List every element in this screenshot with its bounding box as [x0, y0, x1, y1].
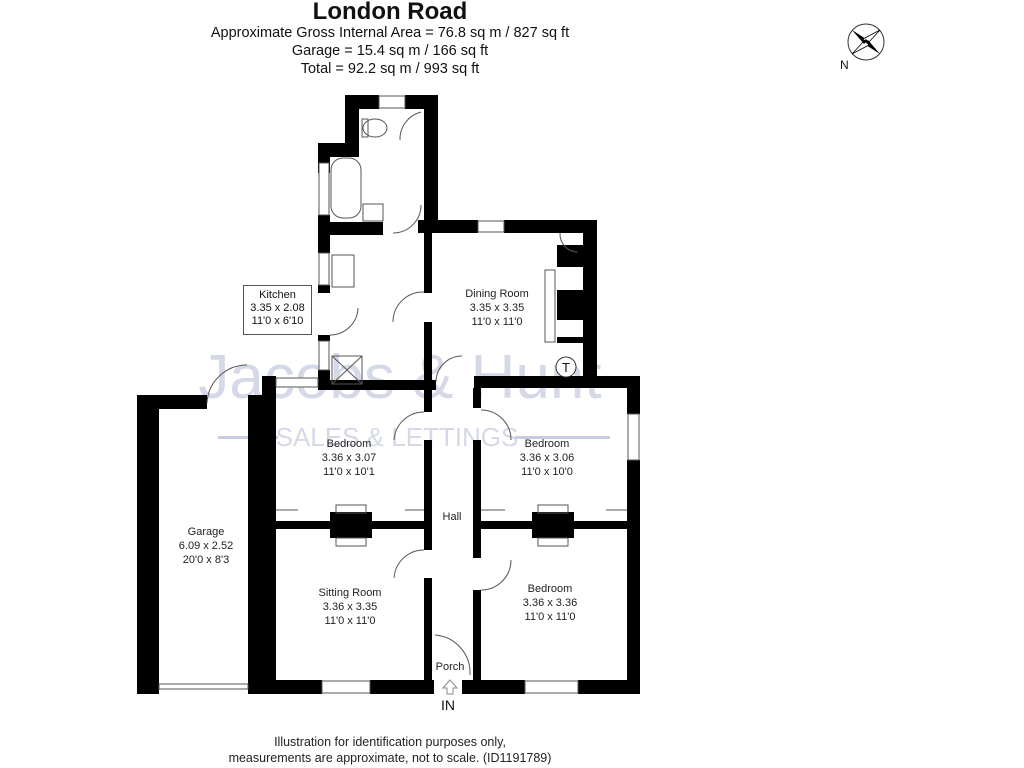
entrance-arrow-icon [441, 679, 459, 695]
property-title: London Road [312, 0, 468, 25]
disclaimer: Illustration for identification purposes… [200, 734, 580, 766]
label-porch: Porch [436, 661, 465, 673]
kitchen-imperial: 11'0 x 6'10 [251, 315, 304, 327]
fireplace-hearth-icon [544, 269, 556, 343]
gross-internal-area: Approximate Gross Internal Area = 76.8 s… [210, 25, 570, 41]
basin-icon [362, 203, 384, 222]
entrance-label: IN [441, 697, 455, 713]
hob-icon [331, 355, 363, 385]
svg-text:11'0 x 10'1: 11'0 x 10'1 [323, 466, 375, 478]
label-bedroom-3: Bedroom 3.36 x 3.36 11'0 x 11'0 [523, 583, 577, 623]
svg-text:11'0 x 11'0: 11'0 x 11'0 [472, 316, 523, 328]
watermark-rule-right [515, 436, 610, 439]
windows [158, 95, 640, 694]
label-garage: Garage 6.09 x 2.52 20'0 x 8'3 [179, 526, 233, 566]
svg-text:3.36 x 3.06: 3.36 x 3.06 [520, 452, 574, 464]
svg-text:Garage: Garage [188, 526, 225, 538]
svg-text:Bedroom: Bedroom [525, 438, 570, 450]
bathtub-icon [330, 157, 362, 219]
watermark-tagline: SALES & LETTINGS [276, 422, 519, 452]
svg-text:11'0 x 10'0: 11'0 x 10'0 [521, 466, 573, 478]
svg-text:3.36 x 3.07: 3.36 x 3.07 [322, 452, 376, 464]
total-area: Total = 92.2 sq m / 993 sq ft [300, 61, 480, 77]
disclaimer-line-2: measurements are approximate, not to sca… [228, 751, 552, 765]
svg-text:6.09 x 2.52: 6.09 x 2.52 [179, 540, 233, 552]
svg-text:3.36 x 3.35: 3.36 x 3.35 [323, 601, 377, 613]
label-sitting-room: Sitting Room 3.36 x 3.35 11'0 x 11'0 [319, 587, 382, 627]
svg-text:Dining Room: Dining Room [465, 288, 529, 300]
toilet-icon [362, 118, 388, 138]
label-kitchen: Kitchen 3.35 x 2.08 11'0 x 6'10 [243, 285, 312, 335]
kitchen-sink-icon [331, 254, 355, 288]
fixtures [206, 111, 627, 676]
label-bedroom-1: Bedroom 3.36 x 3.07 11'0 x 10'1 [322, 438, 376, 478]
label-hall: Hall [443, 511, 462, 523]
svg-text:11'0 x 11'0: 11'0 x 11'0 [525, 611, 576, 623]
walls [137, 95, 640, 694]
svg-text:Sitting Room: Sitting Room [319, 587, 382, 599]
svg-text:3.36 x 3.36: 3.36 x 3.36 [523, 597, 577, 609]
svg-text:3.35 x 3.35: 3.35 x 3.35 [470, 302, 524, 314]
compass-rose-icon [847, 23, 885, 61]
compass-north-label: N [840, 58, 849, 72]
svg-text:Bedroom: Bedroom [528, 583, 573, 595]
boiler-symbol: T [555, 356, 577, 378]
svg-text:20'0 x 8'3: 20'0 x 8'3 [183, 554, 229, 566]
garage-area: Garage = 15.4 sq m / 166 sq ft [291, 43, 489, 59]
svg-text:Hall: Hall [443, 511, 462, 523]
kitchen-metric: 3.35 x 2.08 [250, 302, 305, 314]
svg-text:T: T [562, 360, 570, 375]
label-dining-room: Dining Room 3.35 x 3.35 11'0 x 11'0 [465, 288, 529, 328]
disclaimer-line-1: Illustration for identification purposes… [274, 735, 506, 749]
svg-text:11'0 x 11'0: 11'0 x 11'0 [325, 615, 376, 627]
label-bedroom-2: Bedroom 3.36 x 3.06 11'0 x 10'0 [520, 438, 574, 478]
toilet-cistern-icon [361, 118, 369, 138]
svg-text:Bedroom: Bedroom [327, 438, 372, 450]
kitchen-name: Kitchen [259, 289, 296, 301]
svg-text:Porch: Porch [436, 661, 465, 673]
